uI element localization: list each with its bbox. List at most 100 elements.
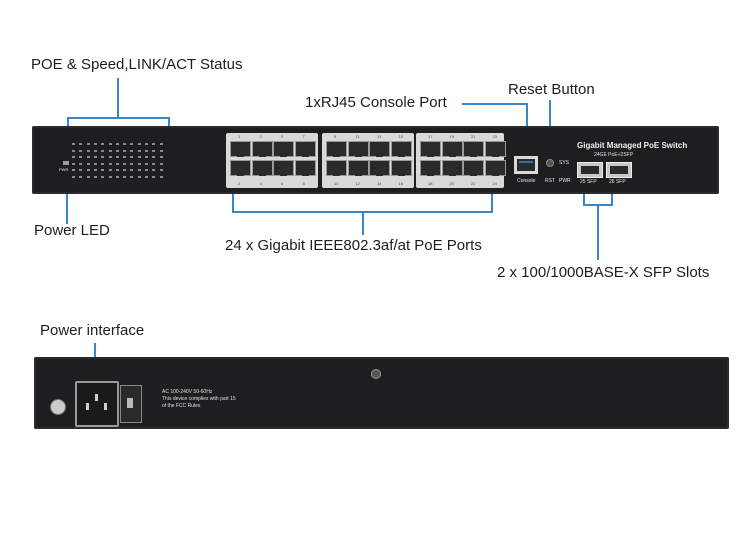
case-screw-icon [371,369,381,379]
status-led [79,162,83,165]
port-number: 12 [355,181,360,186]
pwr-label: PWR [559,178,571,184]
rj45-port[interactable] [441,141,463,157]
rj45-port[interactable] [347,160,369,176]
port-number: 23 [492,134,497,139]
rj45-port[interactable] [347,141,369,157]
rj45-port[interactable] [251,141,273,157]
status-led [137,162,141,165]
status-led [130,162,134,165]
sfp-slot-26[interactable] [606,162,632,178]
poe-status-callout: POE & Speed,LINK/ACT Status [31,56,243,73]
rj45-port[interactable] [294,160,316,176]
reset-button-callout: Reset Button [508,81,595,98]
console-port-indicator [519,161,533,163]
rj45-port[interactable] [390,160,412,176]
status-led [137,143,141,145]
port-number: 18 [428,181,433,186]
sys-label: SYS [559,160,570,166]
port-number: 20 [449,181,454,186]
rj45-port[interactable] [369,160,390,176]
status-led [159,149,163,152]
status-led [72,149,75,152]
brand-title: Gigabit Managed PoE Switch [577,141,688,150]
rj45-port[interactable] [369,141,390,157]
rj45-port[interactable] [273,160,294,176]
status-led [130,175,134,178]
status-led [130,169,134,171]
power-switch[interactable] [120,385,142,423]
status-led [130,156,134,158]
status-led [79,156,83,158]
power-socket[interactable] [75,381,119,427]
status-led [115,156,119,158]
rj45-port[interactable] [390,141,412,157]
status-led [159,175,163,178]
status-led [93,175,97,178]
status-led [159,162,163,165]
status-led [152,175,156,178]
power-rating-text: AC 100-240V 50-60Hz This device complies… [162,389,236,410]
status-led [137,175,141,178]
rj45-port[interactable] [230,160,251,176]
port-number: 24 [492,181,497,186]
rj45-port[interactable] [484,141,506,157]
sfp-slots-callout: 2 x 100/1000BASE-X SFP Slots [497,264,710,281]
status-led [108,156,112,158]
status-led [115,175,119,178]
console-label: Console [517,178,536,184]
console-port[interactable] [514,156,538,174]
port-number: 10 [334,181,339,186]
sfp-label-26: 26 SFP [609,179,626,185]
status-led [101,169,105,171]
rj45-port[interactable] [294,141,316,157]
rj45-port[interactable] [463,141,484,157]
rj45-port[interactable] [420,141,441,157]
port-number: 5 [281,134,284,139]
status-led [145,149,148,152]
port-number: 19 [449,134,454,139]
status-led [101,143,105,145]
power-pin-left [86,403,89,410]
status-led [72,156,75,158]
status-led [108,149,112,152]
status-led [72,169,75,171]
status-led [145,156,148,158]
status-led [152,162,156,165]
rj45-port[interactable] [463,160,484,176]
reset-button[interactable] [546,159,554,167]
status-led [86,149,90,152]
status-led [86,156,90,158]
rj45-port[interactable] [420,160,441,176]
status-led [130,149,134,152]
rj45-port[interactable] [230,141,251,157]
status-led [93,149,97,152]
rj45-port[interactable] [326,160,347,176]
status-led [137,156,141,158]
power-rating-line: AC 100-240V 50-60Hz [162,389,213,395]
status-led [72,175,75,178]
rj45-port[interactable] [441,160,463,176]
status-led [123,162,127,165]
rj45-port[interactable] [326,141,347,157]
status-led [86,169,90,171]
status-led [93,162,97,165]
port-number: 1 [238,134,241,139]
ground-screw-icon [50,399,66,415]
console-port-callout: 1xRJ45 Console Port [305,94,447,111]
rj45-port[interactable] [251,160,273,176]
status-led [152,143,156,145]
status-led [115,143,119,145]
poe-ports-callout: 24 x Gigabit IEEE802.3af/at PoE Ports [225,237,482,254]
status-led [115,162,119,165]
rj45-port[interactable] [273,141,294,157]
status-led [152,149,156,152]
sfp-slot-25[interactable] [577,162,603,178]
status-led [137,169,141,171]
status-led [145,175,148,178]
status-led [79,169,83,171]
power-interface-callout: Power interface [40,322,145,339]
port-number: 14 [377,181,382,186]
port-number: 21 [471,134,476,139]
rj45-port[interactable] [484,160,506,176]
